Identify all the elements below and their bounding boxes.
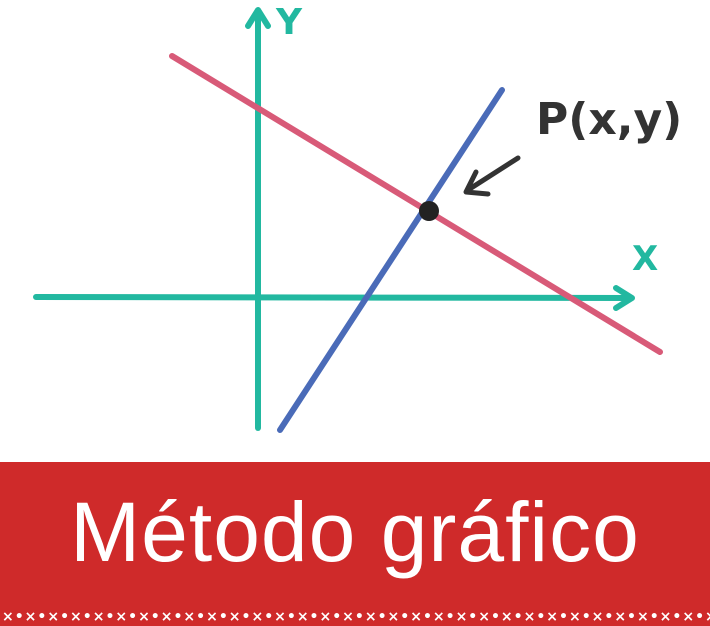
pattern-text: ×•×•×•×•×•×•×•×•×•×•×•×•×•×•×•×•×•×•×•×•… xyxy=(2,609,710,625)
decorative-pattern-strip: ×•×•×•×•×•×•×•×•×•×•×•×•×•×•×•×•×•×•×•×•… xyxy=(0,606,710,626)
red-line xyxy=(169,53,663,355)
blue-line xyxy=(277,87,505,433)
graphical-method-diagram: Y X P(x,y) xyxy=(33,2,682,433)
intersection-point xyxy=(419,201,439,221)
x-axis-arrowhead xyxy=(613,285,635,311)
title-banner: Método gráfico xyxy=(0,462,710,606)
annotation-arrow-head xyxy=(463,169,491,197)
y-axis-arrowhead xyxy=(245,7,271,29)
point-label: P(x,y) xyxy=(536,94,682,145)
y-axis-label: Y xyxy=(275,2,303,43)
x-axis xyxy=(33,294,633,301)
annotation-arrow-shaft xyxy=(465,155,521,193)
x-axis-label: X xyxy=(632,239,658,279)
banner-title: Método gráfico xyxy=(70,485,640,579)
